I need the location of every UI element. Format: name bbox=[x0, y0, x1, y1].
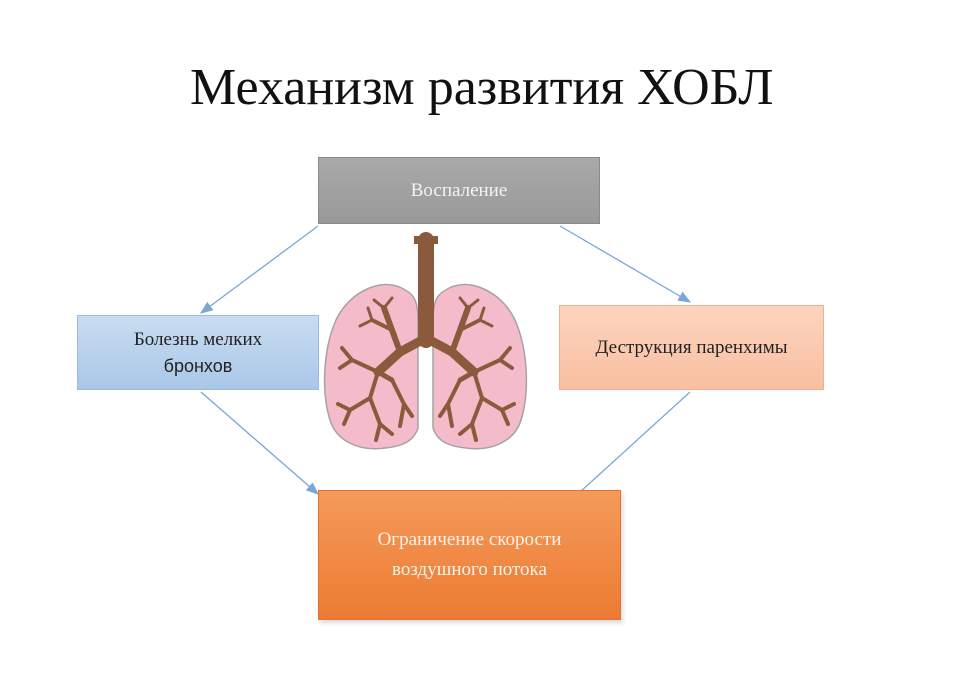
arrow-bronchi-to-airflow bbox=[200, 391, 319, 495]
node-inflammation: Воспаление bbox=[318, 157, 600, 224]
node-airflow-limitation: Ограничение скорости воздушного потока bbox=[318, 490, 621, 620]
node-airflow-label-line1: Ограничение скорости bbox=[377, 529, 562, 550]
node-parenchymal-destruction: Деструкция паренхимы bbox=[559, 305, 824, 390]
node-parenchyma-label: Деструкция паренхимы bbox=[595, 336, 788, 358]
node-bronchi-label-line2: бронхов bbox=[163, 355, 233, 376]
arrow-inflammation-to-bronchi bbox=[199, 225, 319, 314]
node-inflammation-label: Воспаление bbox=[410, 179, 508, 201]
node-airflow-label-line2: воздушного потока bbox=[392, 559, 547, 580]
bronchial-tree bbox=[336, 232, 516, 442]
arrow-parenchyma-to-airflow bbox=[568, 391, 691, 503]
arrow-inflammation-to-parenchyma bbox=[559, 225, 692, 303]
page-title: Механизм развития ХОБЛ bbox=[190, 59, 774, 116]
node-bronchi-label-line1: Болезнь мелких bbox=[133, 328, 263, 350]
node-small-airways-disease: Болезнь мелких бронхов bbox=[77, 315, 319, 390]
